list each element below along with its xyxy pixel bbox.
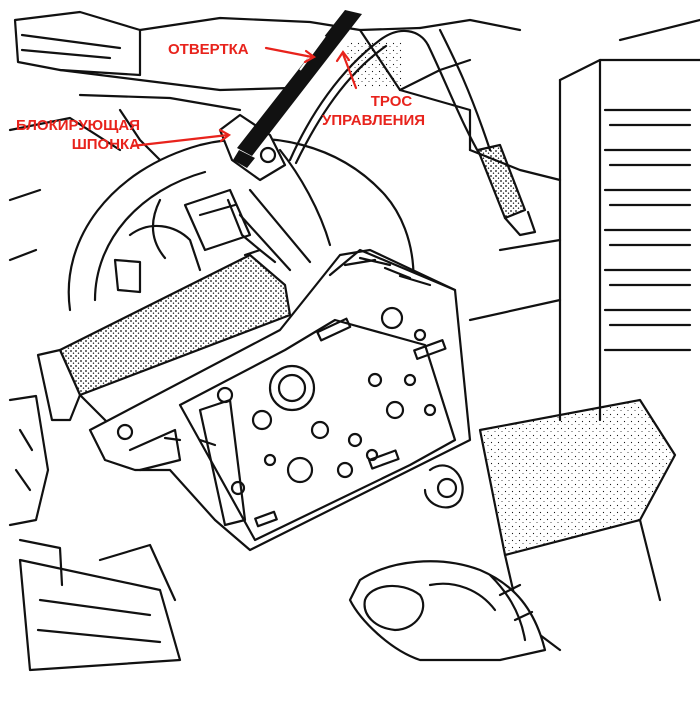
- leader-screwdriver-head: [303, 49, 317, 64]
- leader-screwdriver: [264, 46, 314, 59]
- side-hub: [423, 464, 464, 509]
- leader-key: [130, 133, 230, 148]
- label-locking-key: БЛОКИРУЮЩАЯ ШПОНКА: [16, 116, 140, 154]
- label-screwdriver: ОТВЕРТКА: [168, 41, 249, 58]
- leader-cable: [341, 52, 358, 90]
- cable: [288, 28, 537, 237]
- leader-cable-head: [335, 50, 351, 63]
- label-control-cable-line2: УПРАВЛЕНИЯ: [322, 112, 426, 129]
- foam-block: [36, 248, 292, 432]
- label-locking-key-line1: БЛОКИРУЮЩАЯ: [16, 117, 141, 134]
- actuator-plate: [88, 248, 472, 552]
- top-duct: [58, 16, 522, 162]
- screwdriver-icon: [233, 10, 362, 168]
- label-control-cable: ТРОС УПРАВЛЕНИЯ: [322, 92, 425, 130]
- leader-lines: [130, 46, 358, 148]
- leader-key-head: [218, 128, 232, 143]
- mounting-bracket: [478, 398, 677, 652]
- hand: [348, 560, 547, 662]
- dash-housing-left: [8, 10, 182, 672]
- vent-louvers: [468, 18, 700, 422]
- label-control-cable-line1: ТРОС: [370, 93, 413, 110]
- label-locking-key-line2: ШПОНКА: [71, 136, 141, 153]
